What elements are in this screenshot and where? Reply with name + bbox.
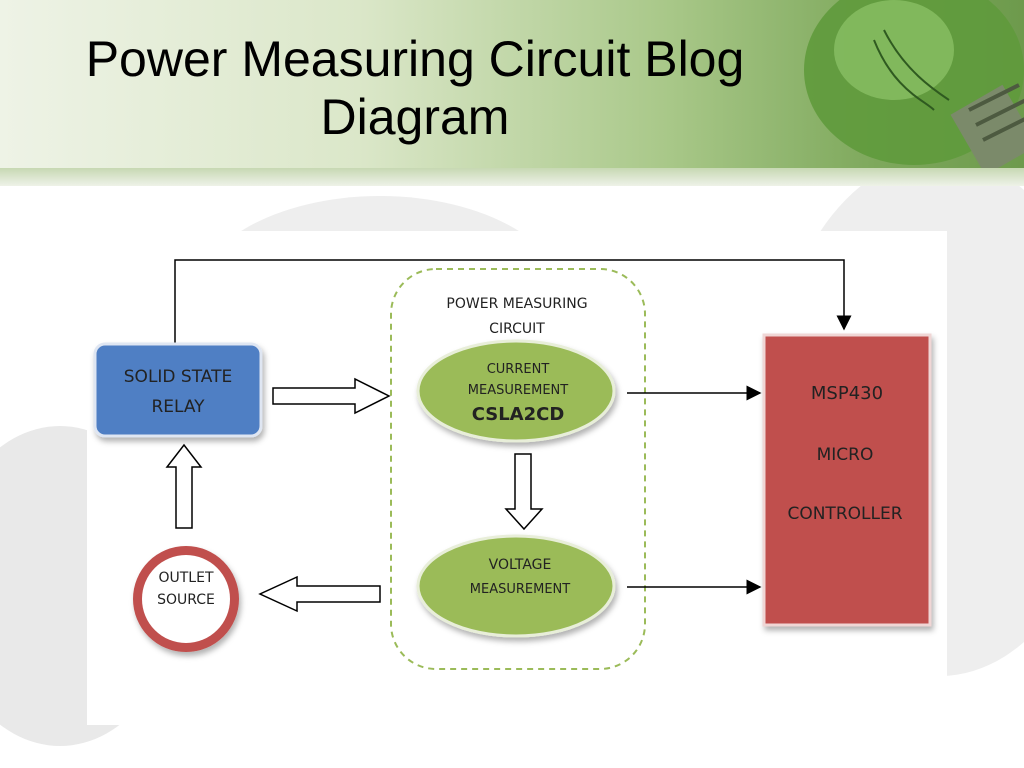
mcu-label-line1: MSP430 — [811, 383, 883, 404]
msp430-microcontroller-block — [762, 333, 932, 627]
mcu-label-line3: CONTROLLER — [787, 504, 902, 524]
outlet-label-line2: SOURCE — [157, 592, 215, 608]
group-label-line2: CIRCUIT — [489, 321, 545, 337]
outlet-label-line1: OUTLET — [158, 570, 213, 586]
slide-title: Power Measuring Circuit Blog Diagram — [85, 31, 745, 145]
outlet-to-relay-arrow — [165, 443, 203, 529]
relay-label-line2: RELAY — [151, 397, 205, 417]
voltage-measurement-block — [416, 534, 616, 638]
slide-header: Power Measuring Circuit Blog Diagram — [0, 0, 1024, 168]
feedback-connector — [174, 259, 852, 346]
current-label-line2: MEASUREMENT — [468, 383, 568, 398]
header-divider — [0, 168, 1024, 186]
group-label-line1: POWER MEASURING — [446, 296, 587, 312]
solid-state-relay-block — [93, 342, 263, 438]
outlet-source-block — [133, 546, 239, 652]
relay-to-current-arrow — [272, 377, 391, 415]
voltage-label-line2: MEASUREMENT — [470, 582, 570, 597]
voltage-label-line1: VOLTAGE — [489, 557, 552, 573]
current-label-line3: CSLA2CD — [472, 404, 565, 425]
light-bulb-decoration — [804, 0, 1024, 168]
current-to-voltage-arrow — [504, 453, 544, 531]
current-label-line1: CURRENT — [487, 362, 550, 377]
power-measuring-circuit-group — [390, 268, 646, 670]
mcu-label-line2: MICRO — [817, 445, 874, 465]
circuit-to-outlet-arrow — [258, 575, 381, 613]
block-diagram: POWER MEASURING CIRCUIT SOLID STATE RELA… — [93, 259, 932, 670]
relay-label-line1: SOLID STATE — [124, 367, 232, 387]
current-measurement-block — [416, 339, 616, 443]
block-diagram-panel: POWER MEASURING CIRCUIT SOLID STATE RELA… — [87, 231, 947, 725]
